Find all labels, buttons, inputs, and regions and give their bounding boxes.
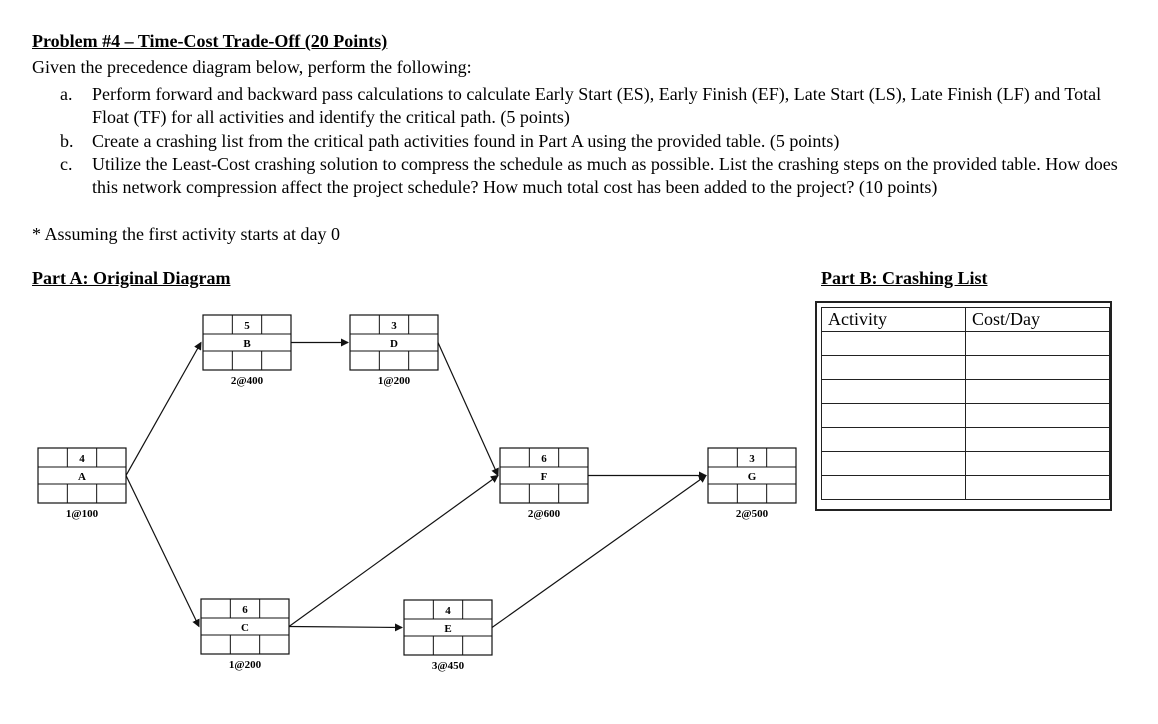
activity-label: D	[390, 338, 398, 350]
activity-crash-info: 2@600	[528, 508, 561, 520]
activity-duration: 3	[391, 320, 397, 332]
table-row	[821, 379, 1110, 404]
link-E-G	[491, 474, 707, 628]
activity-crash-info: 2@500	[736, 508, 769, 520]
activity-label: F	[541, 471, 548, 483]
table-row	[821, 475, 1110, 500]
task-text: Utilize the Least-Cost crashing solution…	[92, 154, 1118, 197]
activity-cell[interactable]	[821, 379, 966, 404]
activity-node-F: 6F 2@600	[499, 447, 589, 520]
node-border	[349, 314, 439, 371]
problem-title: Problem #4 – Time-Cost Trade-Off (20 Poi…	[32, 31, 388, 51]
part-a-heading: Part A: Original Diagram	[32, 268, 231, 288]
node-border	[707, 447, 797, 504]
table-row	[821, 403, 1110, 428]
cost-cell[interactable]	[965, 403, 1110, 428]
cost-cell[interactable]	[965, 355, 1110, 380]
activity-node-A: 4A 1@100	[37, 447, 127, 520]
activity-cell[interactable]	[821, 475, 966, 500]
activity-duration: 4	[79, 453, 85, 465]
node-border	[499, 447, 589, 504]
activity-cell[interactable]	[821, 331, 966, 356]
problem-intro: Given the precedence diagram below, perf…	[32, 57, 472, 77]
task-text: Create a crashing list from the critical…	[92, 131, 840, 151]
cost-cell[interactable]	[965, 379, 1110, 404]
column-header-activity: Activity	[821, 307, 966, 332]
table-row	[821, 427, 1110, 452]
activity-crash-info: 1@200	[229, 659, 262, 671]
node-border	[37, 447, 127, 504]
table-row	[821, 451, 1110, 476]
activity-duration: 4	[445, 605, 451, 617]
activity-duration: 6	[541, 453, 547, 465]
activity-label: C	[241, 622, 249, 634]
assumption-note: * Assuming the first activity starts at …	[32, 224, 340, 244]
link-D-F	[437, 342, 499, 477]
task-letter: b.	[60, 131, 74, 151]
activity-cell[interactable]	[821, 355, 966, 380]
activity-label: G	[748, 471, 757, 483]
task-letter: c.	[60, 154, 73, 174]
activity-cell[interactable]	[821, 451, 966, 476]
column-header-cost-per-day: Cost/Day	[965, 307, 1110, 332]
activity-label: B	[243, 338, 251, 350]
activity-node-B: 5B 2@400	[202, 314, 292, 387]
precedence-diagram: 4A1@1005B2@4006C1@2003D1@2004E3@4506F2@6…	[37, 314, 797, 672]
crashing-list-table: Activity Cost/Day	[821, 307, 1110, 500]
node-border	[200, 598, 290, 655]
activity-node-G: 3G 2@500	[707, 447, 797, 520]
cost-cell[interactable]	[965, 451, 1110, 476]
activity-duration: 6	[242, 604, 248, 616]
cost-cell[interactable]	[965, 331, 1110, 356]
activity-node-C: 6C 1@200	[200, 598, 290, 671]
link-C-F	[288, 474, 499, 627]
crashing-table-frame	[815, 301, 1112, 511]
activity-cell[interactable]	[821, 427, 966, 452]
link-C-E	[288, 623, 403, 632]
activity-crash-info: 2@400	[231, 375, 264, 387]
activity-crash-info: 1@100	[66, 508, 99, 520]
table-row	[821, 331, 1110, 356]
task-a: a. Perform forward and backward pass cal…	[60, 83, 1135, 129]
activity-label: E	[444, 623, 451, 635]
node-border	[403, 599, 493, 656]
task-text: Perform forward and backward pass calcul…	[92, 84, 1102, 127]
activity-node-D: 3D 1@200	[349, 314, 439, 387]
activity-label: A	[78, 471, 86, 483]
task-letter: a.	[60, 84, 73, 104]
link-A-C	[125, 475, 200, 628]
activity-cell[interactable]	[821, 403, 966, 428]
activity-duration: 5	[244, 320, 250, 332]
table-row	[821, 355, 1110, 380]
activity-crash-info: 1@200	[378, 375, 411, 387]
activity-node-E: 4E 3@450	[403, 599, 493, 672]
activity-crash-info: 3@450	[432, 660, 465, 672]
link-A-B	[125, 341, 202, 476]
cost-cell[interactable]	[965, 475, 1110, 500]
activity-duration: 3	[749, 453, 755, 465]
task-c: c. Utilize the Least-Cost crashing solut…	[60, 153, 1135, 199]
task-b: b. Create a crashing list from the criti…	[60, 130, 1135, 153]
node-border	[202, 314, 292, 371]
part-b-heading: Part B: Crashing List	[821, 268, 988, 288]
cost-cell[interactable]	[965, 427, 1110, 452]
